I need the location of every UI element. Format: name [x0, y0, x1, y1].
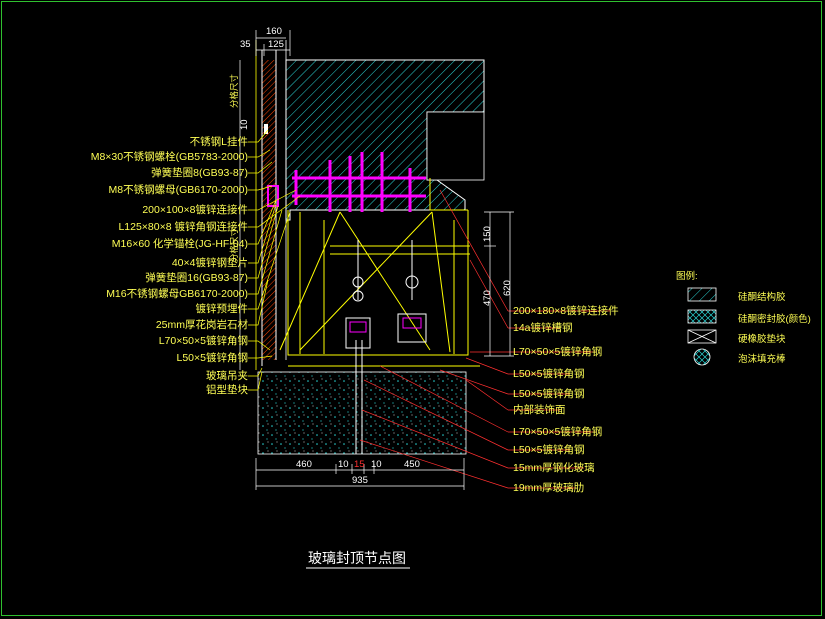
label-r7: L50×5镀锌角钢	[513, 444, 585, 456]
label-r0: 200×180×8镀锌连接件	[513, 305, 619, 317]
label-l13: L50×5镀锌角钢	[176, 352, 249, 364]
legend-item-3: 泡沫填充棒	[738, 354, 786, 365]
dim-top-b: 125	[268, 39, 284, 50]
steel-frame	[292, 152, 426, 212]
label-l6: M16×60 化学锚栓(JG-HF-04)	[111, 238, 248, 250]
glass-clamp-right	[397, 240, 427, 343]
glass-panel	[355, 340, 363, 454]
vert-label-top: 分格尺寸	[229, 73, 239, 108]
dim-right-1: 150	[482, 226, 493, 242]
label-r4: L50×5镀锌角钢	[513, 388, 585, 400]
label-l3: M8不锈钢螺母(GB6170-2000)	[108, 184, 248, 196]
label-l11: 25mm厚花岗岩石材	[155, 319, 248, 331]
label-l8: 弹簧垫圈16(GB93-87)	[145, 272, 248, 284]
label-r9: 19mm厚玻璃肋	[513, 482, 585, 494]
label-l0: 不锈钢L挂件	[189, 136, 248, 148]
label-r6: L70×50×5镀锌角钢	[513, 426, 603, 438]
label-l9: M16不锈钢螺母GB6170-2000)	[106, 288, 248, 300]
label-l14: 玻璃吊夹	[206, 370, 248, 382]
label-l15: 铝型垫块	[206, 384, 248, 396]
leaders-right	[359, 189, 610, 489]
label-l2: 弹簧垫圈8(GB93-87)	[151, 167, 248, 179]
label-l7: 40×4镀锌钢垫片	[171, 257, 248, 269]
label-r1: 14a镀锌槽钢	[513, 322, 573, 334]
dimension-lines	[239, 30, 514, 490]
dim-top-a: 35	[240, 39, 251, 50]
dim-bottom-5: 450	[404, 459, 420, 470]
legend-item-1: 硅酮密封胶(颜色)	[738, 314, 811, 325]
label-r2: L70×50×5镀锌角钢	[513, 346, 603, 358]
label-r8: 15mm厚钢化玻璃	[513, 462, 595, 474]
steel-plate	[264, 124, 279, 207]
dim-bottom-2: 10	[338, 459, 349, 470]
label-l4: 200×100×8镀锌连接件	[142, 204, 248, 216]
label-r3: L50×5镀锌角钢	[513, 368, 585, 380]
legend-item-0: 硅酮结构胶	[738, 292, 786, 303]
dim-right-3: 620	[502, 280, 513, 296]
leaders-left	[248, 129, 301, 391]
dim-left-10: 10	[239, 119, 250, 130]
label-l12: L70×50×5镀锌角钢	[158, 335, 248, 347]
support-lines	[279, 178, 480, 367]
dim-bottom-total: 935	[352, 475, 368, 486]
legend-swatches	[687, 287, 717, 366]
vert-label-mid: 分格尺寸	[229, 227, 239, 262]
legend-heading: 图例:	[676, 271, 698, 282]
drawing-title: 玻璃封顶节点图	[308, 552, 406, 567]
dim-bottom-4: 10	[371, 459, 382, 470]
dim-bottom-3: 15	[354, 459, 365, 470]
label-r5: 内部装饰面	[513, 404, 566, 416]
label-l10: 镀锌预埋件	[195, 303, 249, 315]
glass-clamp-left	[345, 240, 371, 349]
dim-bottom-1: 460	[296, 459, 312, 470]
legend-item-2: 硬橡胶垫块	[738, 334, 786, 345]
concrete-slab	[285, 59, 485, 221]
dim-right-2: 470	[482, 290, 493, 306]
dim-top-total: 160	[266, 26, 282, 37]
label-l5: L125×80×8 镀锌角钢连接件	[118, 221, 248, 233]
label-l1: M8×30不锈钢螺栓(GB5783-2000)	[90, 151, 248, 163]
